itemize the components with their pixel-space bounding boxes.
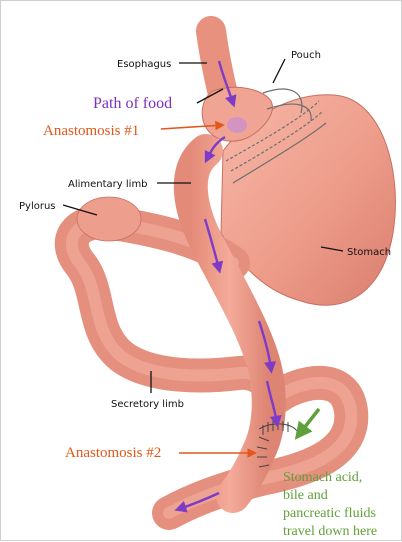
pouch-label: Pouch (291, 50, 321, 61)
alimentary-limb-label: Alimentary limb (68, 179, 148, 190)
fluids-note: Stomach acid, bile and pancreatic fluids… (283, 470, 379, 539)
stomach-label: Stomach (347, 247, 391, 258)
pylorus-bulb (77, 197, 141, 241)
anastomosis-1-label: Anastomosis #1 (43, 123, 139, 139)
fluids-note-line: Stomach acid, (283, 470, 362, 485)
anastomosis-2-label: Anastomosis #2 (65, 445, 161, 461)
anastomosis-1-site (227, 117, 247, 133)
path-of-food-label: Path of food (93, 95, 172, 112)
pouch-leader (273, 59, 285, 83)
secretory-limb-label: Secretory limb (111, 399, 184, 410)
fluids-note-line: travel down here (283, 524, 377, 539)
fluids-note-line: pancreatic fluids (283, 506, 376, 521)
esophagus-label: Esophagus (117, 59, 171, 70)
fluids-note-line: bile and (283, 488, 328, 503)
pylorus-label: Pylorus (19, 201, 56, 212)
fluids-arrow (297, 409, 319, 437)
